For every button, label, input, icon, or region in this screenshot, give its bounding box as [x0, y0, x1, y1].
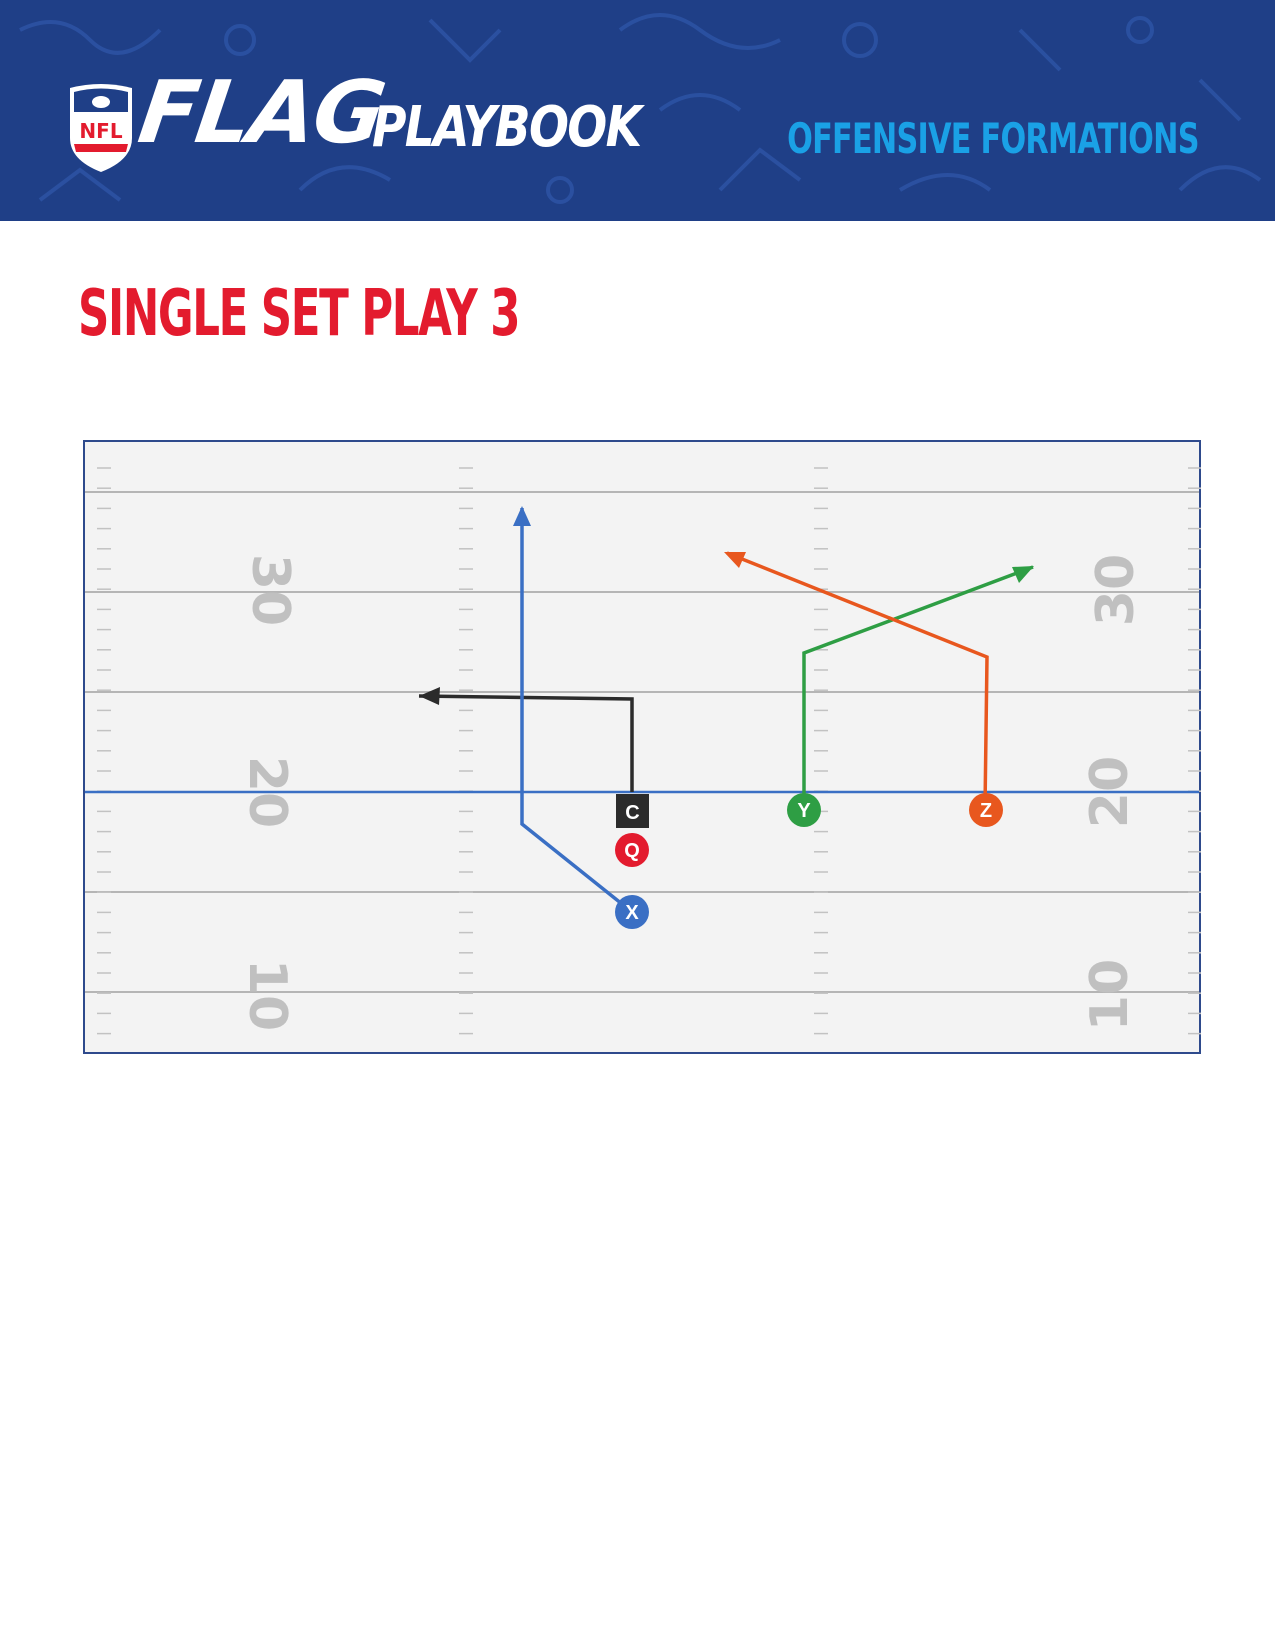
yard-number-left-10: 10 — [237, 959, 297, 1031]
flag-wordmark: FLAG — [132, 63, 390, 163]
route-x — [520, 508, 634, 914]
player-x: X — [615, 895, 649, 929]
route-x-arrowhead — [513, 506, 531, 526]
hash-marks — [97, 467, 1201, 1035]
field-background — [83, 440, 1201, 1054]
player-z-label: Z — [980, 800, 992, 822]
page-title: SINGLE SET PLAY 3 — [78, 277, 521, 351]
nfl-logo-text: NFL — [79, 119, 122, 143]
player-x-label: X — [625, 902, 639, 924]
player-y: Y — [787, 793, 821, 827]
route-y-arrowhead — [1012, 566, 1034, 583]
route-z — [726, 551, 989, 809]
route-y — [802, 565, 1034, 808]
yard-number-right-30: 30 — [1086, 554, 1146, 626]
header-pattern-graphic — [19, 13, 1262, 204]
player-q: Q — [615, 833, 649, 867]
player-q-label: Q — [624, 840, 640, 862]
player-z: Z — [969, 793, 1003, 827]
header-banner: NFL FLAG PLAYBOOK OFFENSIVE FORMATIONS — [0, 0, 1275, 221]
playbook-wordmark: PLAYBOOK — [372, 95, 642, 160]
football-field: 30 30 20 20 10 10 C Q X Y Z — [83, 440, 1201, 1054]
yard-number-left-30: 30 — [240, 554, 300, 626]
route-c — [418, 694, 634, 792]
player-y-label: Y — [797, 800, 811, 822]
player-c: C — [616, 794, 649, 828]
player-c-label: C — [625, 802, 639, 824]
yard-number-right-10: 10 — [1080, 959, 1140, 1031]
route-z-arrowhead — [724, 552, 746, 568]
yard-lines — [85, 491, 1199, 993]
route-c-arrowhead — [419, 687, 440, 705]
section-title: OFFENSIVE FORMATIONS — [787, 114, 1199, 163]
nfl-shield-logo: NFL — [70, 84, 132, 172]
